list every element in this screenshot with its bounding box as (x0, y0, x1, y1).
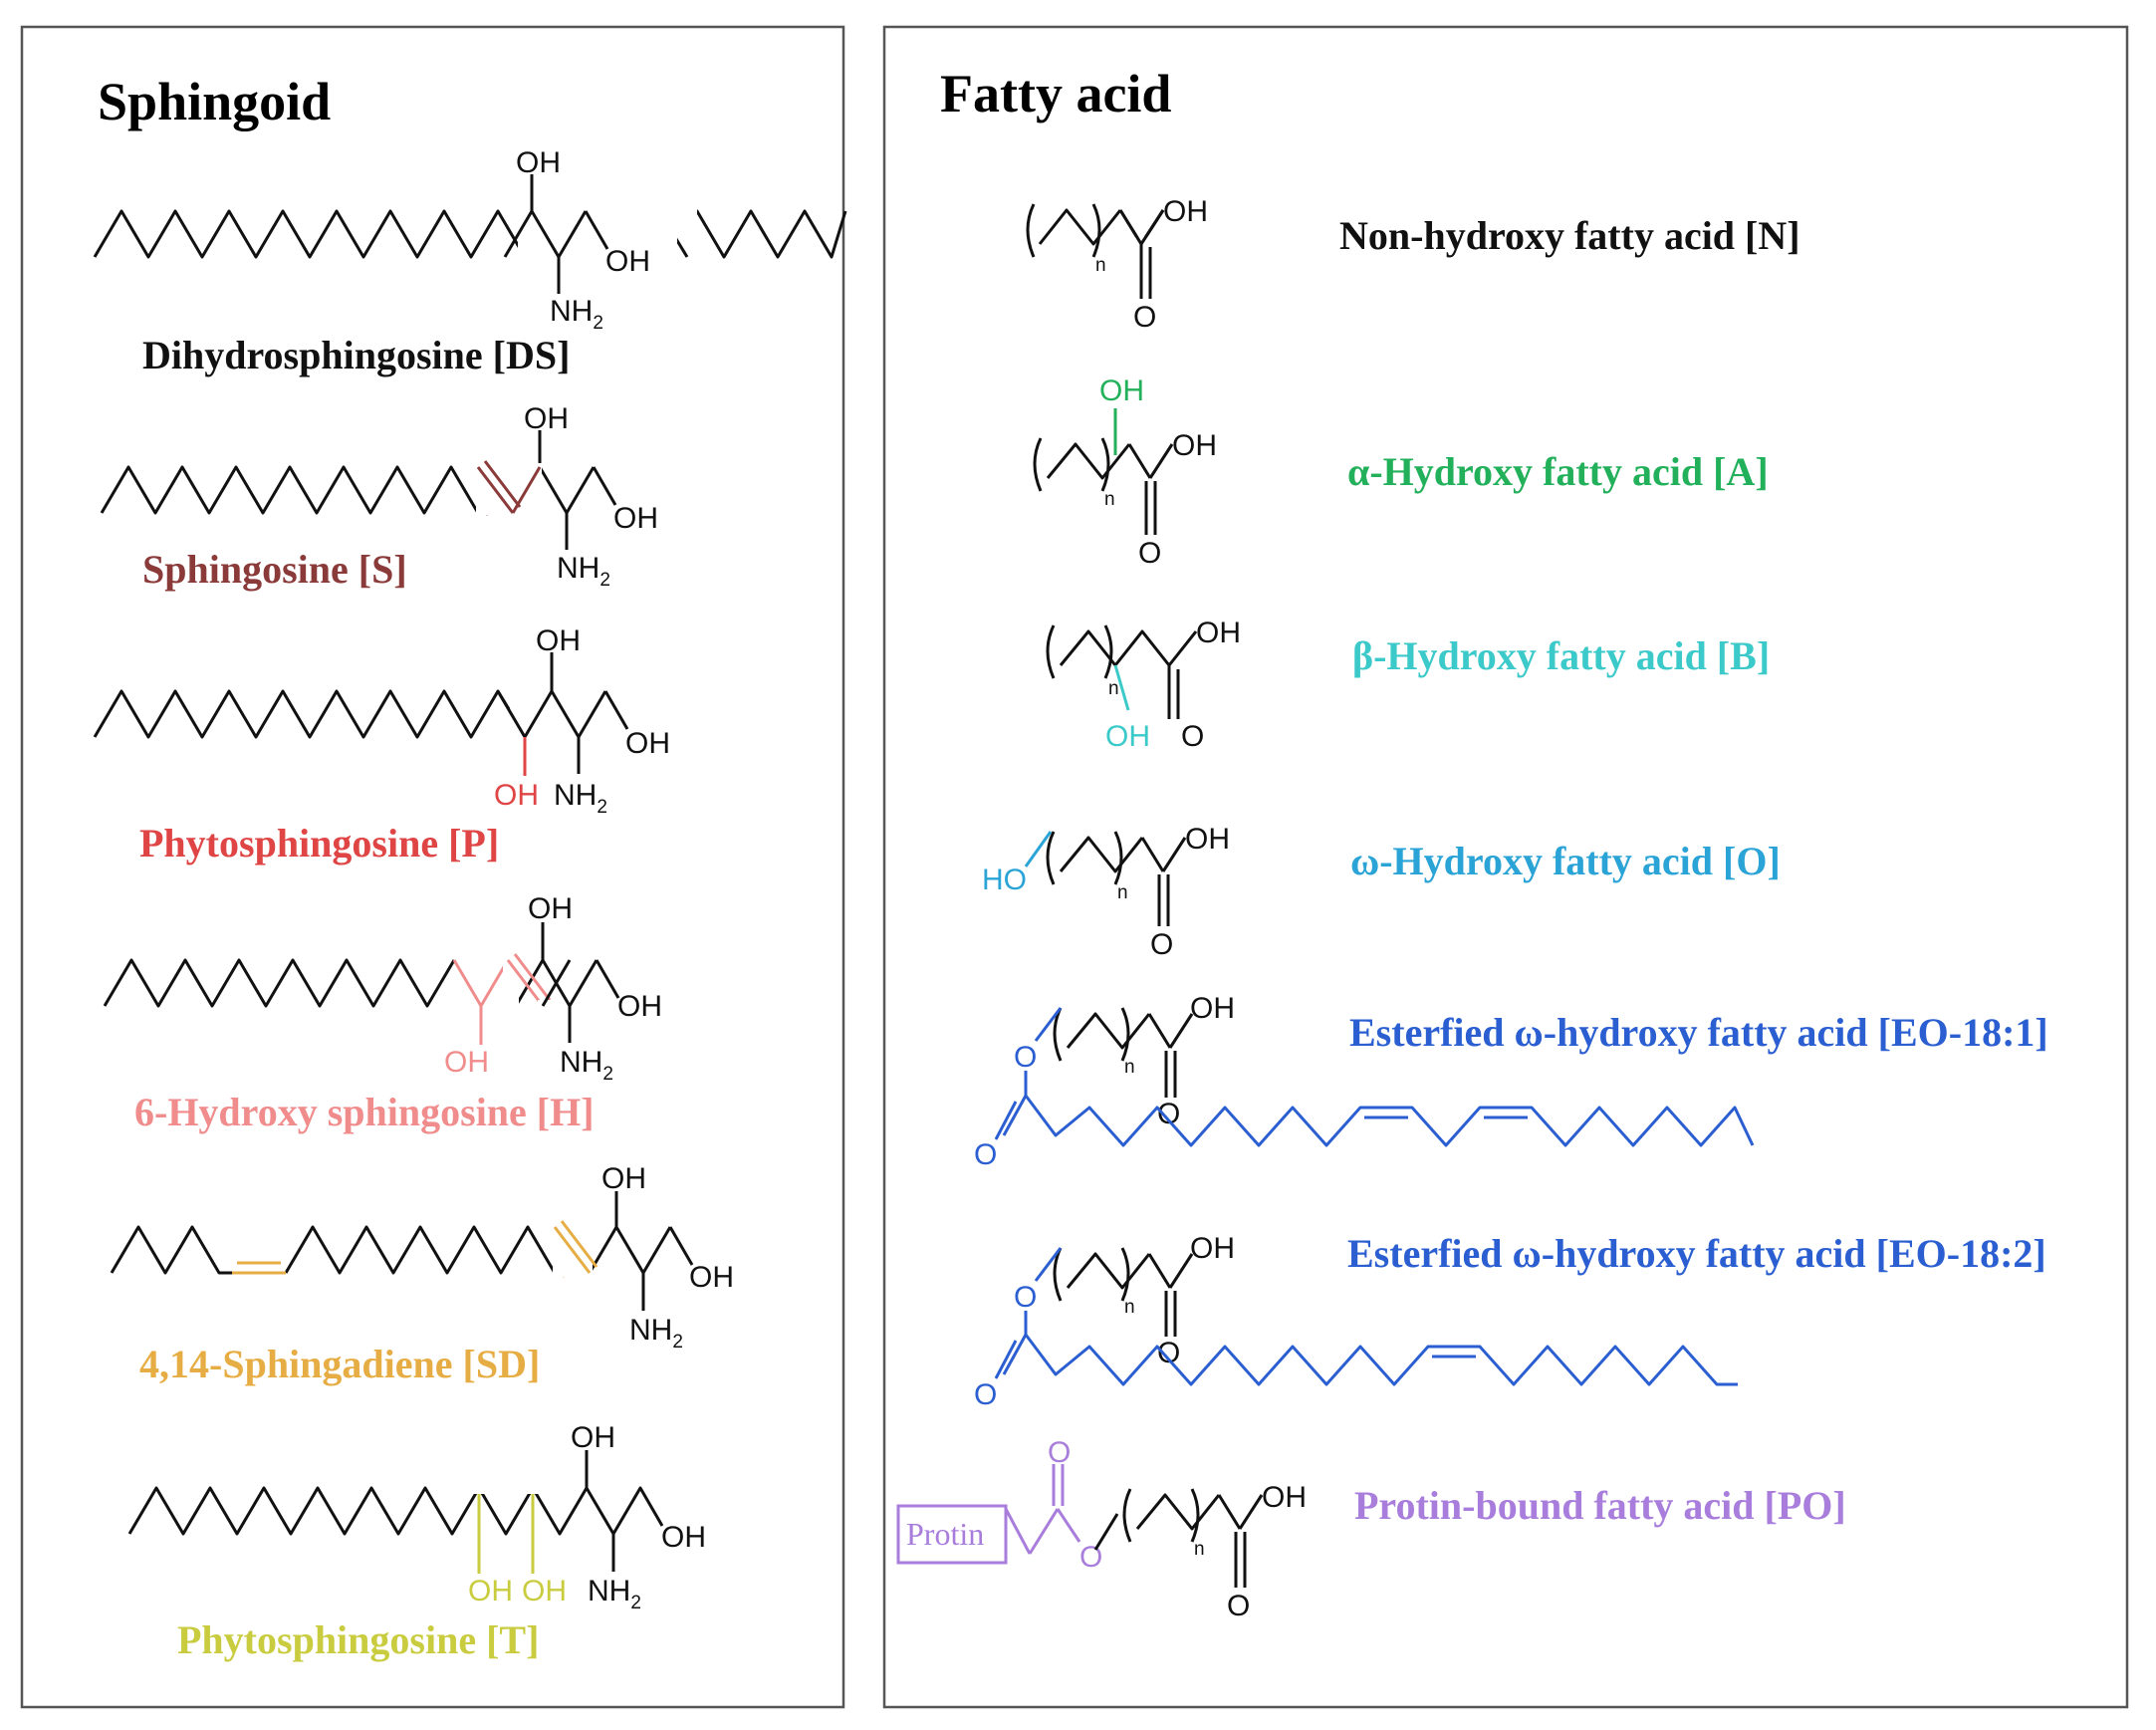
label-T: Phytosphingosine [T] (177, 1617, 539, 1662)
p-oh-top: OH (536, 624, 581, 657)
phytosphingosine-t-structure (127, 1450, 664, 1572)
omega-hydroxy-fa-structure (1046, 831, 1187, 926)
a-oh: OH (1172, 429, 1217, 462)
b-oh-bond (1113, 664, 1130, 711)
ds-head (503, 139, 677, 339)
eo182-repeat-subscript: n (1124, 1297, 1135, 1318)
sd-fix (553, 1220, 599, 1277)
eo182-o-acid: O (1157, 1337, 1180, 1369)
p-nh2: NH2 (554, 779, 607, 818)
eo181-o-carbonyl: O (974, 1138, 997, 1171)
po-repeat-subscript: n (1194, 1539, 1205, 1560)
n-mask (1133, 237, 1158, 247)
a-repeat-subscript: n (1104, 489, 1115, 510)
n-oh: OH (1163, 195, 1208, 228)
eo181-o-acid: O (1157, 1098, 1180, 1130)
label-B: β-Hydroxy fatty acid [B] (1352, 633, 1770, 678)
h-nh2: NH2 (560, 1046, 613, 1085)
t-mask (473, 1482, 485, 1494)
eo181-o-ester: O (1014, 1041, 1037, 1074)
fatty-acid-panel-title: Fatty acid (940, 64, 1171, 124)
t-oh-top: OH (571, 1421, 615, 1454)
ds-oh-end: OH (605, 245, 650, 278)
sd-nh2: NH2 (629, 1314, 683, 1353)
eo181-repeat-subscript: n (1124, 1057, 1135, 1078)
a-oh-green: OH (1099, 374, 1144, 407)
sphingoid-panel (20, 25, 845, 1709)
o-o: O (1150, 928, 1173, 961)
eo182-ester-chain (994, 1247, 1738, 1386)
ds-nh2: NH2 (550, 295, 603, 334)
label-S: Sphingosine [S] (142, 547, 407, 592)
po-o: O (1227, 1590, 1250, 1622)
label-P: Phytosphingosine [P] (139, 821, 499, 865)
n-carboxyl (1118, 209, 1165, 297)
t-oh-extra-1: OH (468, 1575, 513, 1607)
sphingoid-panel-title: Sphingoid (98, 72, 331, 131)
h-oh-extra: OH (444, 1046, 489, 1079)
b-o: O (1181, 720, 1204, 753)
label-EO182: Esterfied ω-hydroxy fatty acid [EO-18:2] (1347, 1231, 2046, 1276)
protin-box-label: Protin (906, 1516, 984, 1552)
b-oh: OH (1196, 617, 1241, 649)
phytosphingosine-p-structure (93, 652, 629, 774)
label-N: Non-hydroxy fatty acid [N] (1339, 213, 1800, 258)
b-oh-cyan: OH (1105, 720, 1150, 753)
po-o-carbonyl: O (1048, 1436, 1071, 1469)
po-oh: OH (1262, 1481, 1307, 1514)
n-repeat-subscript: n (1095, 255, 1106, 276)
label-H: 6-Hydroxy sphingosine [H] (134, 1090, 595, 1134)
p-oh-extra: OH (494, 779, 539, 812)
eo182-o-carbonyl: O (974, 1378, 997, 1411)
alpha-hydroxy-fa-structure (1033, 437, 1174, 535)
o-repeat-subscript: n (1117, 882, 1128, 903)
a-o: O (1138, 537, 1161, 570)
eo181-oh: OH (1190, 992, 1235, 1025)
po-acid (1093, 1488, 1264, 1588)
t-oh-extra-2: OH (522, 1575, 567, 1607)
h-oh-end: OH (617, 990, 662, 1023)
label-PO: Protin-bound fatty acid [PO] (1354, 1483, 1846, 1528)
fatty-acid-panel (882, 25, 2129, 1709)
protin-box (896, 1504, 1008, 1565)
eo182-o-ester: O (1014, 1281, 1037, 1314)
h-oh-top: OH (528, 892, 573, 925)
eo181-ester-chain (994, 1007, 1755, 1147)
t-fix (477, 1534, 535, 1572)
sd-oh-top: OH (601, 1162, 646, 1195)
po-linker (1004, 1464, 1081, 1555)
s-double-bond-fix (476, 460, 542, 515)
o-oh: OH (1185, 823, 1230, 856)
t-oh-end: OH (661, 1521, 706, 1554)
hydroxy-sphingosine-structure (103, 922, 620, 1043)
t-mask2 (527, 1482, 539, 1494)
h-mask (538, 1000, 564, 1014)
o-ho: HO (982, 864, 1027, 896)
label-EO181: Esterfied ω-hydroxy fatty acid [EO-18:1] (1349, 1010, 2048, 1055)
n-o: O (1133, 301, 1156, 334)
p-oh-end: OH (625, 727, 670, 760)
beta-hydroxy-fa-structure (1046, 624, 1198, 719)
h-pink-bonds (452, 953, 552, 1045)
label-O: ω-Hydroxy fatty acid [O] (1350, 839, 1781, 883)
label-DS: Dihydrosphingosine [DS] (142, 333, 570, 377)
b-repeat-subscript: n (1108, 678, 1119, 699)
s-oh-top: OH (524, 402, 569, 435)
label-A: α-Hydroxy fatty acid [A] (1347, 449, 1769, 494)
ds-oh-top: OH (516, 146, 561, 179)
label-SD: 4,14-Sphingadiene [SD] (139, 1342, 540, 1386)
sd-oh-end: OH (689, 1261, 734, 1294)
t-nh2: NH2 (588, 1575, 641, 1613)
o-ho-bond (1024, 831, 1053, 867)
sphingadiene-structure (110, 1191, 694, 1311)
s-oh-end: OH (613, 502, 658, 535)
s-nh2: NH2 (557, 552, 610, 591)
eo182-oh: OH (1190, 1232, 1235, 1265)
h-bond-restore (541, 959, 572, 1007)
